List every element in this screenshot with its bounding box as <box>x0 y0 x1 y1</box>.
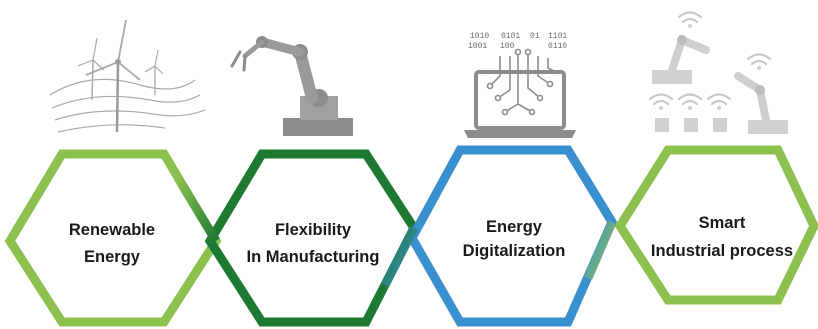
connector-2-3 <box>380 225 419 288</box>
hexagon-renewable-energy <box>4 149 222 327</box>
binary-text: 1001 <box>468 42 487 51</box>
stage-label-line2: In Manufacturing <box>247 248 380 266</box>
hexagon-energy-digitalization <box>406 145 618 327</box>
binary-text: 01 <box>530 32 540 41</box>
binary-text: 1101 <box>548 32 567 41</box>
stage-label-line2: Industrial process <box>651 242 793 260</box>
binary-text: 1010 <box>470 32 489 41</box>
stage-label-line2: Energy <box>84 248 141 266</box>
stage-label-line2: Digitalization <box>463 242 566 260</box>
binary-text: 0110 <box>548 42 567 51</box>
stage-label-line1: Flexibility <box>275 221 352 239</box>
binary-code: 1010 0101 01 1101 1001 100 0110 <box>468 32 567 51</box>
robot-arm-icon <box>230 36 353 136</box>
stage-label-line1: Smart <box>699 214 746 232</box>
connector-3-4 <box>583 220 617 280</box>
binary-text: 0101 <box>501 32 520 41</box>
smart-robots-wifi-icon <box>648 11 788 134</box>
laptop-circuit-icon <box>464 48 576 138</box>
stage-label-line1: Renewable <box>69 221 155 239</box>
hexagon-smart-industrial <box>614 145 818 305</box>
wind-turbines-icon <box>49 19 206 133</box>
hexagon-flexibility-manufacturing <box>204 149 420 327</box>
stage-label-line1: Energy <box>486 218 543 236</box>
binary-text: 100 <box>500 42 515 51</box>
connector-1-2 <box>174 175 220 244</box>
